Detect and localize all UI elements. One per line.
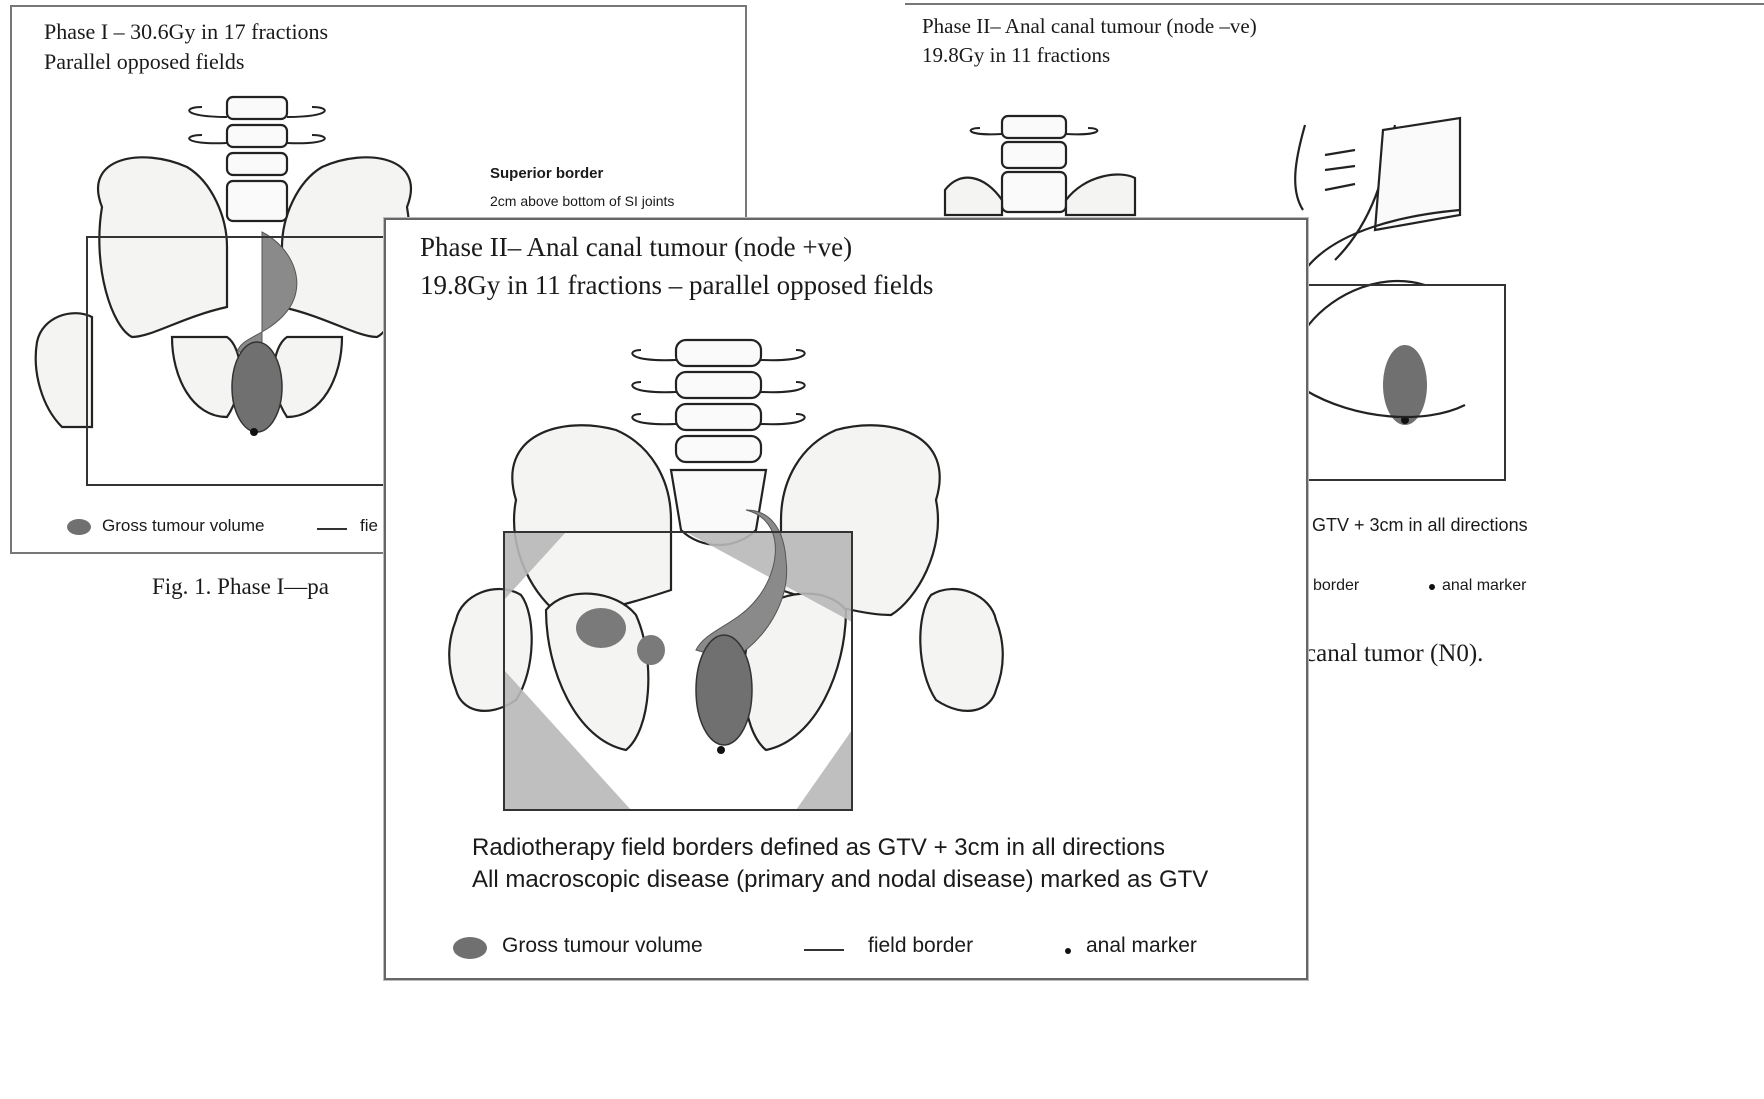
superior-border-heading: Superior border — [490, 165, 603, 182]
phase2-neg-caption: canal tumor (N0). — [1305, 640, 1483, 668]
field-border-note: Radiotherapy field borders defined as GT… — [472, 834, 1165, 862]
phase2-pos-title-line2: 19.8Gy in 11 fractions – parallel oppose… — [420, 270, 933, 301]
phase2-neg-legend-marker: anal marker — [1442, 577, 1526, 595]
phase1-legend-field: fie — [360, 516, 378, 536]
phase2-neg-legend-border: l border — [1305, 577, 1359, 595]
phase2-neg-title-line1: Phase II– Anal canal tumour (node –ve) — [922, 14, 1257, 39]
macroscopic-disease-note: All macroscopic disease (primary and nod… — [472, 866, 1208, 894]
phase2-pos-pelvis-diagram — [386, 220, 1306, 978]
legend-gtv-label: Gross tumour volume — [502, 934, 703, 958]
phase1-caption: Fig. 1. Phase I—pa — [152, 574, 329, 600]
phase2-neg-title-line2: 19.8Gy in 11 fractions — [922, 43, 1110, 68]
phase2-neg-note: GTV + 3cm in all directions — [1312, 515, 1528, 536]
phase2-node-positive-panel: Phase II– Anal canal tumour (node +ve) 1… — [384, 218, 1308, 980]
legend-anal-marker-label: anal marker — [1086, 934, 1197, 958]
phase1-title-line1: Phase I – 30.6Gy in 17 fractions — [44, 19, 328, 45]
phase2-pos-title-line1: Phase II– Anal canal tumour (node +ve) — [420, 232, 852, 263]
phase1-title-line2: Parallel opposed fields — [44, 49, 244, 75]
superior-border-text: 2cm above bottom of SI joints — [490, 193, 674, 209]
phase1-legend-gtv: Gross tumour volume — [102, 516, 265, 536]
legend-field-border-label: field border — [868, 934, 973, 958]
